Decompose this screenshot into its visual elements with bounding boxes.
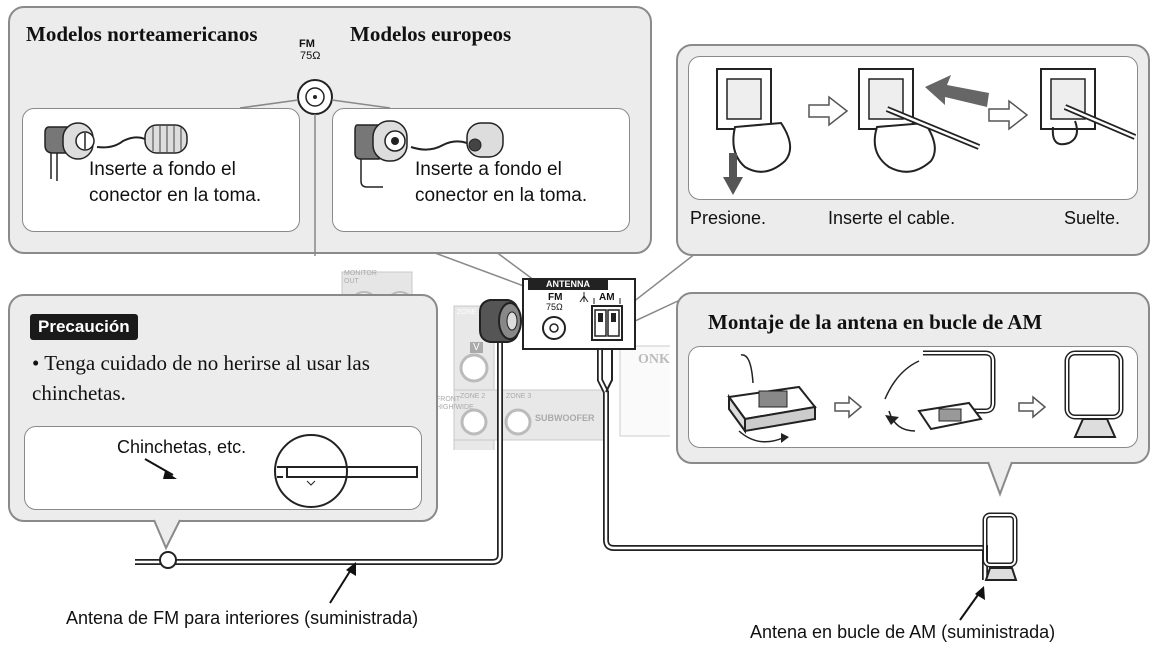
pins-label: Chinchetas, etc. bbox=[117, 437, 247, 457]
european-box: Inserte a fondo el conector en la toma. bbox=[332, 108, 630, 232]
panel-am-label: AM bbox=[599, 292, 615, 303]
zone2-label: ZONE 2 bbox=[460, 393, 486, 400]
antenna-terminal-panel: ANTENNA FM 75Ω AM bbox=[522, 278, 636, 350]
fm-connector-callout: Modelos norteamericanos Modelos europeos… bbox=[8, 6, 652, 256]
am-assembly-box bbox=[688, 346, 1138, 448]
fm-antenna-caption: Antena de FM para interiores (suministra… bbox=[66, 608, 419, 628]
am-antenna-caption: Antena en bucle de AM (suministrada) bbox=[750, 622, 1056, 642]
step-insert-label: Inserte el cable. bbox=[828, 208, 956, 228]
caution-callout: Precaución • Tenga cuidado de no herirse… bbox=[8, 294, 438, 522]
title-european: Modelos europeos bbox=[350, 22, 512, 46]
panel-fm-label: FM bbox=[548, 292, 563, 303]
fm-jack-icon bbox=[239, 79, 391, 256]
caution-illustration-box: Chinchetas, etc. bbox=[24, 426, 422, 510]
panel-fm-ohm: 75Ω bbox=[546, 302, 563, 312]
am-steps-art bbox=[716, 68, 1137, 195]
eu-connector-icon bbox=[354, 120, 504, 188]
na-connector-icon bbox=[44, 122, 188, 181]
eu-insert-instruction: Inserte a fondo el conector en la toma. bbox=[415, 159, 588, 206]
zone3-label: ZONE 3 bbox=[506, 393, 532, 400]
am-assembly-callout: Montaje de la antena en bucle de AM bbox=[676, 292, 1150, 464]
am-steps-box bbox=[688, 56, 1138, 200]
terminal-art bbox=[542, 292, 623, 341]
step-release-label: Suelte. bbox=[1064, 208, 1121, 228]
caution-text: • Tenga cuidado de no herirse al usar la… bbox=[32, 351, 370, 405]
title-north-american: Modelos norteamericanos bbox=[26, 22, 258, 46]
fm-jack-label: FM bbox=[299, 38, 315, 50]
caution-badge: Precaución bbox=[30, 314, 138, 340]
north-american-box: Inserte a fondo el conector en la toma. bbox=[22, 108, 300, 232]
subwoofer-label: SUBWOOFER bbox=[535, 413, 595, 423]
v-label: V bbox=[470, 342, 483, 353]
monitor-out-label: MONITOR OUT bbox=[344, 270, 377, 285]
pin-illustration bbox=[144, 434, 418, 508]
brand-fragment: ONK bbox=[638, 352, 670, 367]
front-high-label: FRONT HIGH/WIDE bbox=[436, 396, 474, 411]
am-assembly-art bbox=[727, 350, 1124, 443]
na-insert-instruction: Inserte a fondo el conector en la toma. bbox=[89, 159, 262, 206]
fm-jack-ohm: 75Ω bbox=[300, 50, 321, 62]
am-wire-steps-callout: Presione. Inserte el cable. Suelte. bbox=[676, 44, 1150, 256]
step-press-label: Presione. bbox=[690, 208, 767, 228]
am-assembly-title: Montaje de la antena en bucle de AM bbox=[708, 310, 1043, 334]
zone-label: ZONE bbox=[457, 309, 477, 316]
antenna-label: ANTENNA bbox=[528, 278, 608, 290]
